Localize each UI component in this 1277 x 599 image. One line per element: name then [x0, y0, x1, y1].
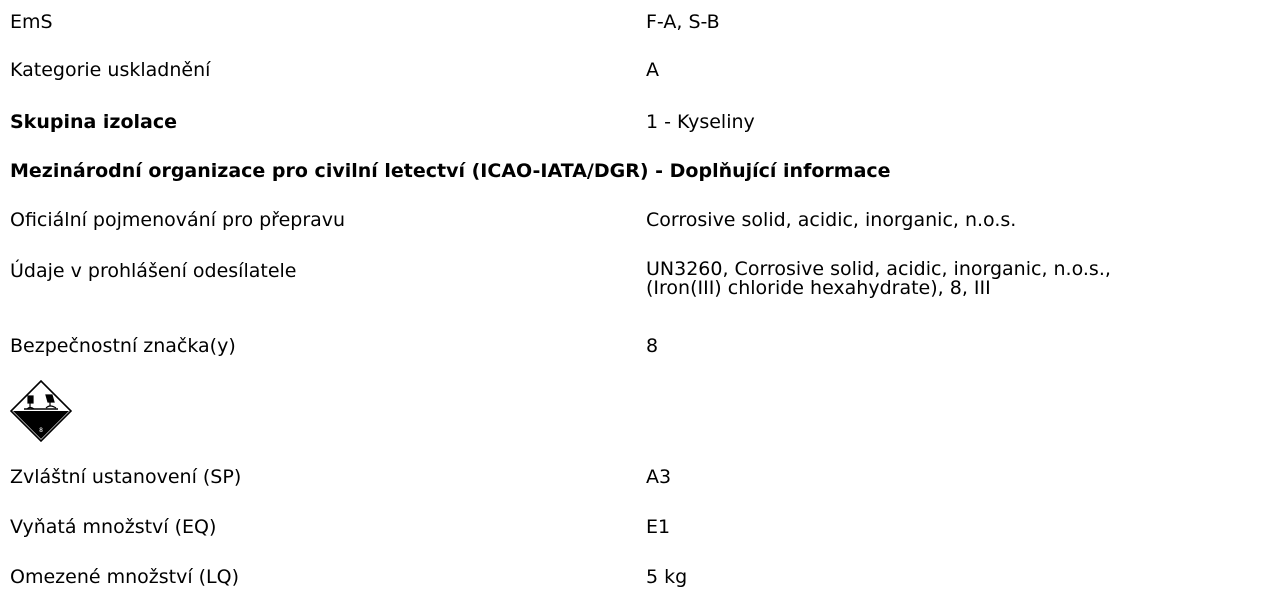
proper-shipping-name-value: Corrosive solid, acidic, inorganic, n.o.…: [646, 209, 1017, 231]
ems-label: EmS: [10, 11, 53, 33]
excepted-quantities-label: Vyňatá množství (EQ): [10, 516, 217, 538]
transport-info-section: EmS F-A, S-B Kategorie uskladnění A Skup…: [10, 0, 1270, 599]
hazard-labels-label: Bezpečnostní značka(y): [10, 335, 236, 357]
excepted-quantities-value: E1: [646, 516, 671, 538]
hazard-labels-value: 8: [646, 335, 659, 357]
limited-quantity-value: 5 kg: [646, 566, 688, 588]
shipper-declaration-line-1: UN3260, Corrosive solid, acidic, inorgan…: [646, 258, 1111, 280]
shipper-declaration-label: Údaje v prohlášení odesílatele: [10, 260, 297, 282]
corrosive-symbol: [24, 394, 58, 410]
class-number: 8: [39, 427, 43, 434]
shipper-declaration-line-2: (Iron(III) chloride hexahydrate), 8, III: [646, 277, 991, 299]
segregation-group-value: 1 - Kyseliny: [646, 111, 755, 133]
special-provisions-value: A3: [646, 466, 672, 488]
limited-quantity-label: Omezené množství (LQ): [10, 566, 240, 588]
special-provisions-label: Zvláštní ustanovení (SP): [10, 466, 242, 488]
ems-value: F-A, S-B: [646, 11, 720, 33]
storage-category-label: Kategorie uskladnění: [10, 59, 211, 81]
proper-shipping-name-label: Oficiální pojmenování pro přepravu: [10, 209, 346, 231]
icao-section-heading: Mezinárodní organizace pro civilní letec…: [10, 160, 891, 182]
storage-category-value: A: [646, 59, 659, 81]
shipper-declaration-value: UN3260, Corrosive solid, acidic, inorgan…: [646, 260, 1111, 298]
corrosive-class-8-icon: 8: [10, 380, 72, 442]
segregation-group-label: Skupina izolace: [10, 111, 178, 133]
